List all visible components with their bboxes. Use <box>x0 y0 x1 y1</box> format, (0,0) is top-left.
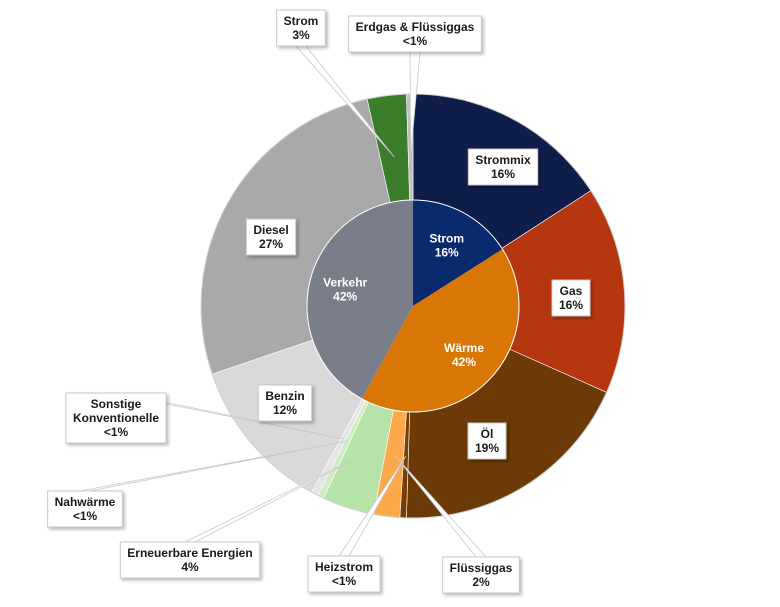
callout-box-strommix <box>467 148 539 186</box>
callout-box-diesel <box>245 218 297 256</box>
inner-slice-waerme <box>361 249 519 412</box>
callout-box-nahwaerme <box>47 490 123 528</box>
inner-ring <box>306 199 520 413</box>
callout-box-erdgas-and-fluessiggas <box>348 15 482 53</box>
callout-box-gas <box>551 279 591 317</box>
callout-box-erneuerbare-energien <box>119 541 261 579</box>
outer-label-nahwaerme: Nahwärme<1% <box>55 495 116 523</box>
callout-box-fluessiggas <box>442 556 520 594</box>
inner-slice-strom <box>413 200 503 306</box>
inner-slice-verkehr <box>307 200 413 399</box>
leader-lines <box>79 45 487 558</box>
callout-box-heizstrom <box>307 555 381 593</box>
outer-label-heizstrom: Heizstrom<1% <box>315 560 373 588</box>
callout-box-sonstige-konventionelle <box>65 392 167 444</box>
callout-box-strom-verkehr <box>276 9 326 47</box>
inner-ring-edge <box>306 199 520 413</box>
callout-box-benzin <box>257 384 313 422</box>
callout-box-oel <box>467 422 507 460</box>
outer-label-erdgas-and-fluessiggas: Erdgas & Flüssiggas<1% <box>356 20 475 48</box>
